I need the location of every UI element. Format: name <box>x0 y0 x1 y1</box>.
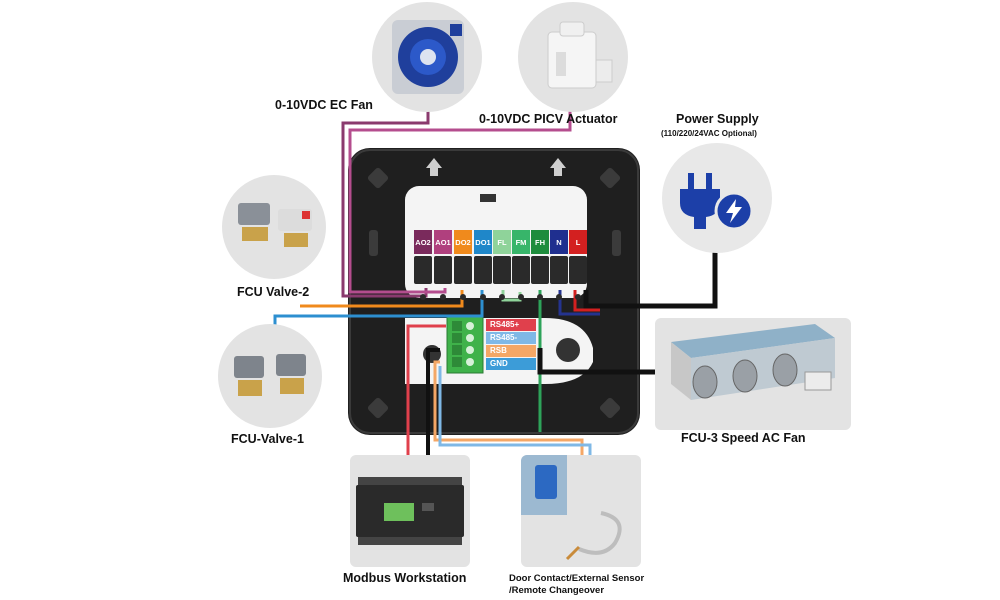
terminal-fl: FL <box>493 230 511 254</box>
picv-label: 0-10VDC PICV Actuator <box>479 112 618 126</box>
terminal-ao2: AO2 <box>414 230 432 254</box>
terminal-screw <box>569 256 587 284</box>
fcu-valve-2-label: FCU Valve-2 <box>237 285 310 299</box>
terminal-hole <box>575 294 581 300</box>
terminal-screw <box>512 256 530 284</box>
terminal-do1: DO1 <box>474 230 492 254</box>
door-contact-label-line2: /Remote Changeover <box>509 585 605 596</box>
door-contact-label-line1: Door Contact/External Sensor <box>509 573 645 584</box>
mount-hole <box>367 167 389 189</box>
rs485-label-rs485: RS485- <box>486 332 536 344</box>
ec-fan-image <box>372 2 482 112</box>
fcu-valve-2-image <box>222 175 326 279</box>
lightning-icon <box>714 191 754 231</box>
terminal-screw <box>454 256 472 284</box>
terminal-hole <box>518 294 524 300</box>
terminal-fm: FM <box>512 230 530 254</box>
terminal-screw <box>531 256 549 284</box>
terminal-hole <box>537 294 543 300</box>
modbus-workstation-image <box>350 455 470 567</box>
rs485-label-rs485: RS485+ <box>486 319 536 331</box>
mount-hole <box>367 397 389 419</box>
door-contact-image <box>521 455 641 567</box>
rs485-label-gnd: GND <box>486 358 536 370</box>
terminal-hole <box>420 294 426 300</box>
rs485-label-rsb: RSB <box>486 345 536 357</box>
terminal-hole <box>460 294 466 300</box>
fcu-fan-label: FCU-3 Speed AC Fan <box>681 431 806 445</box>
mount-slot <box>369 230 378 256</box>
power-supply-title: Power Supply <box>676 112 759 126</box>
fcu-fan-image <box>655 318 851 430</box>
terminal-screw <box>434 256 452 284</box>
modbus-label: Modbus Workstation <box>343 571 467 585</box>
picv-actuator-image <box>518 2 628 112</box>
up-arrow-icon <box>426 158 566 176</box>
mount-hole <box>599 397 621 419</box>
power-supply-subtitle: (110/220/24VAC Optional) <box>661 129 757 138</box>
terminal-hole <box>556 294 562 300</box>
terminal-screw <box>493 256 511 284</box>
terminal-screw <box>550 256 568 284</box>
terminal-fh: FH <box>531 230 549 254</box>
terminal-do2: DO2 <box>454 230 472 254</box>
terminal-n: N <box>550 230 568 254</box>
terminal-screw <box>414 256 432 284</box>
ec-fan-label: 0-10VDC EC Fan <box>275 98 373 112</box>
plug-icon <box>680 173 720 229</box>
fcu-valve-1-label: FCU-Valve-1 <box>231 432 304 446</box>
terminal-hole <box>440 294 446 300</box>
mount-slot <box>612 230 621 256</box>
power-supply-image <box>662 143 772 253</box>
terminal-hole <box>499 294 505 300</box>
terminal-ao1: AO1 <box>434 230 452 254</box>
fcu-valve-1-image <box>218 324 322 428</box>
terminal-hole <box>480 294 486 300</box>
mount-hole <box>599 167 621 189</box>
terminal-l: L <box>569 230 587 254</box>
terminal-screw <box>474 256 492 284</box>
